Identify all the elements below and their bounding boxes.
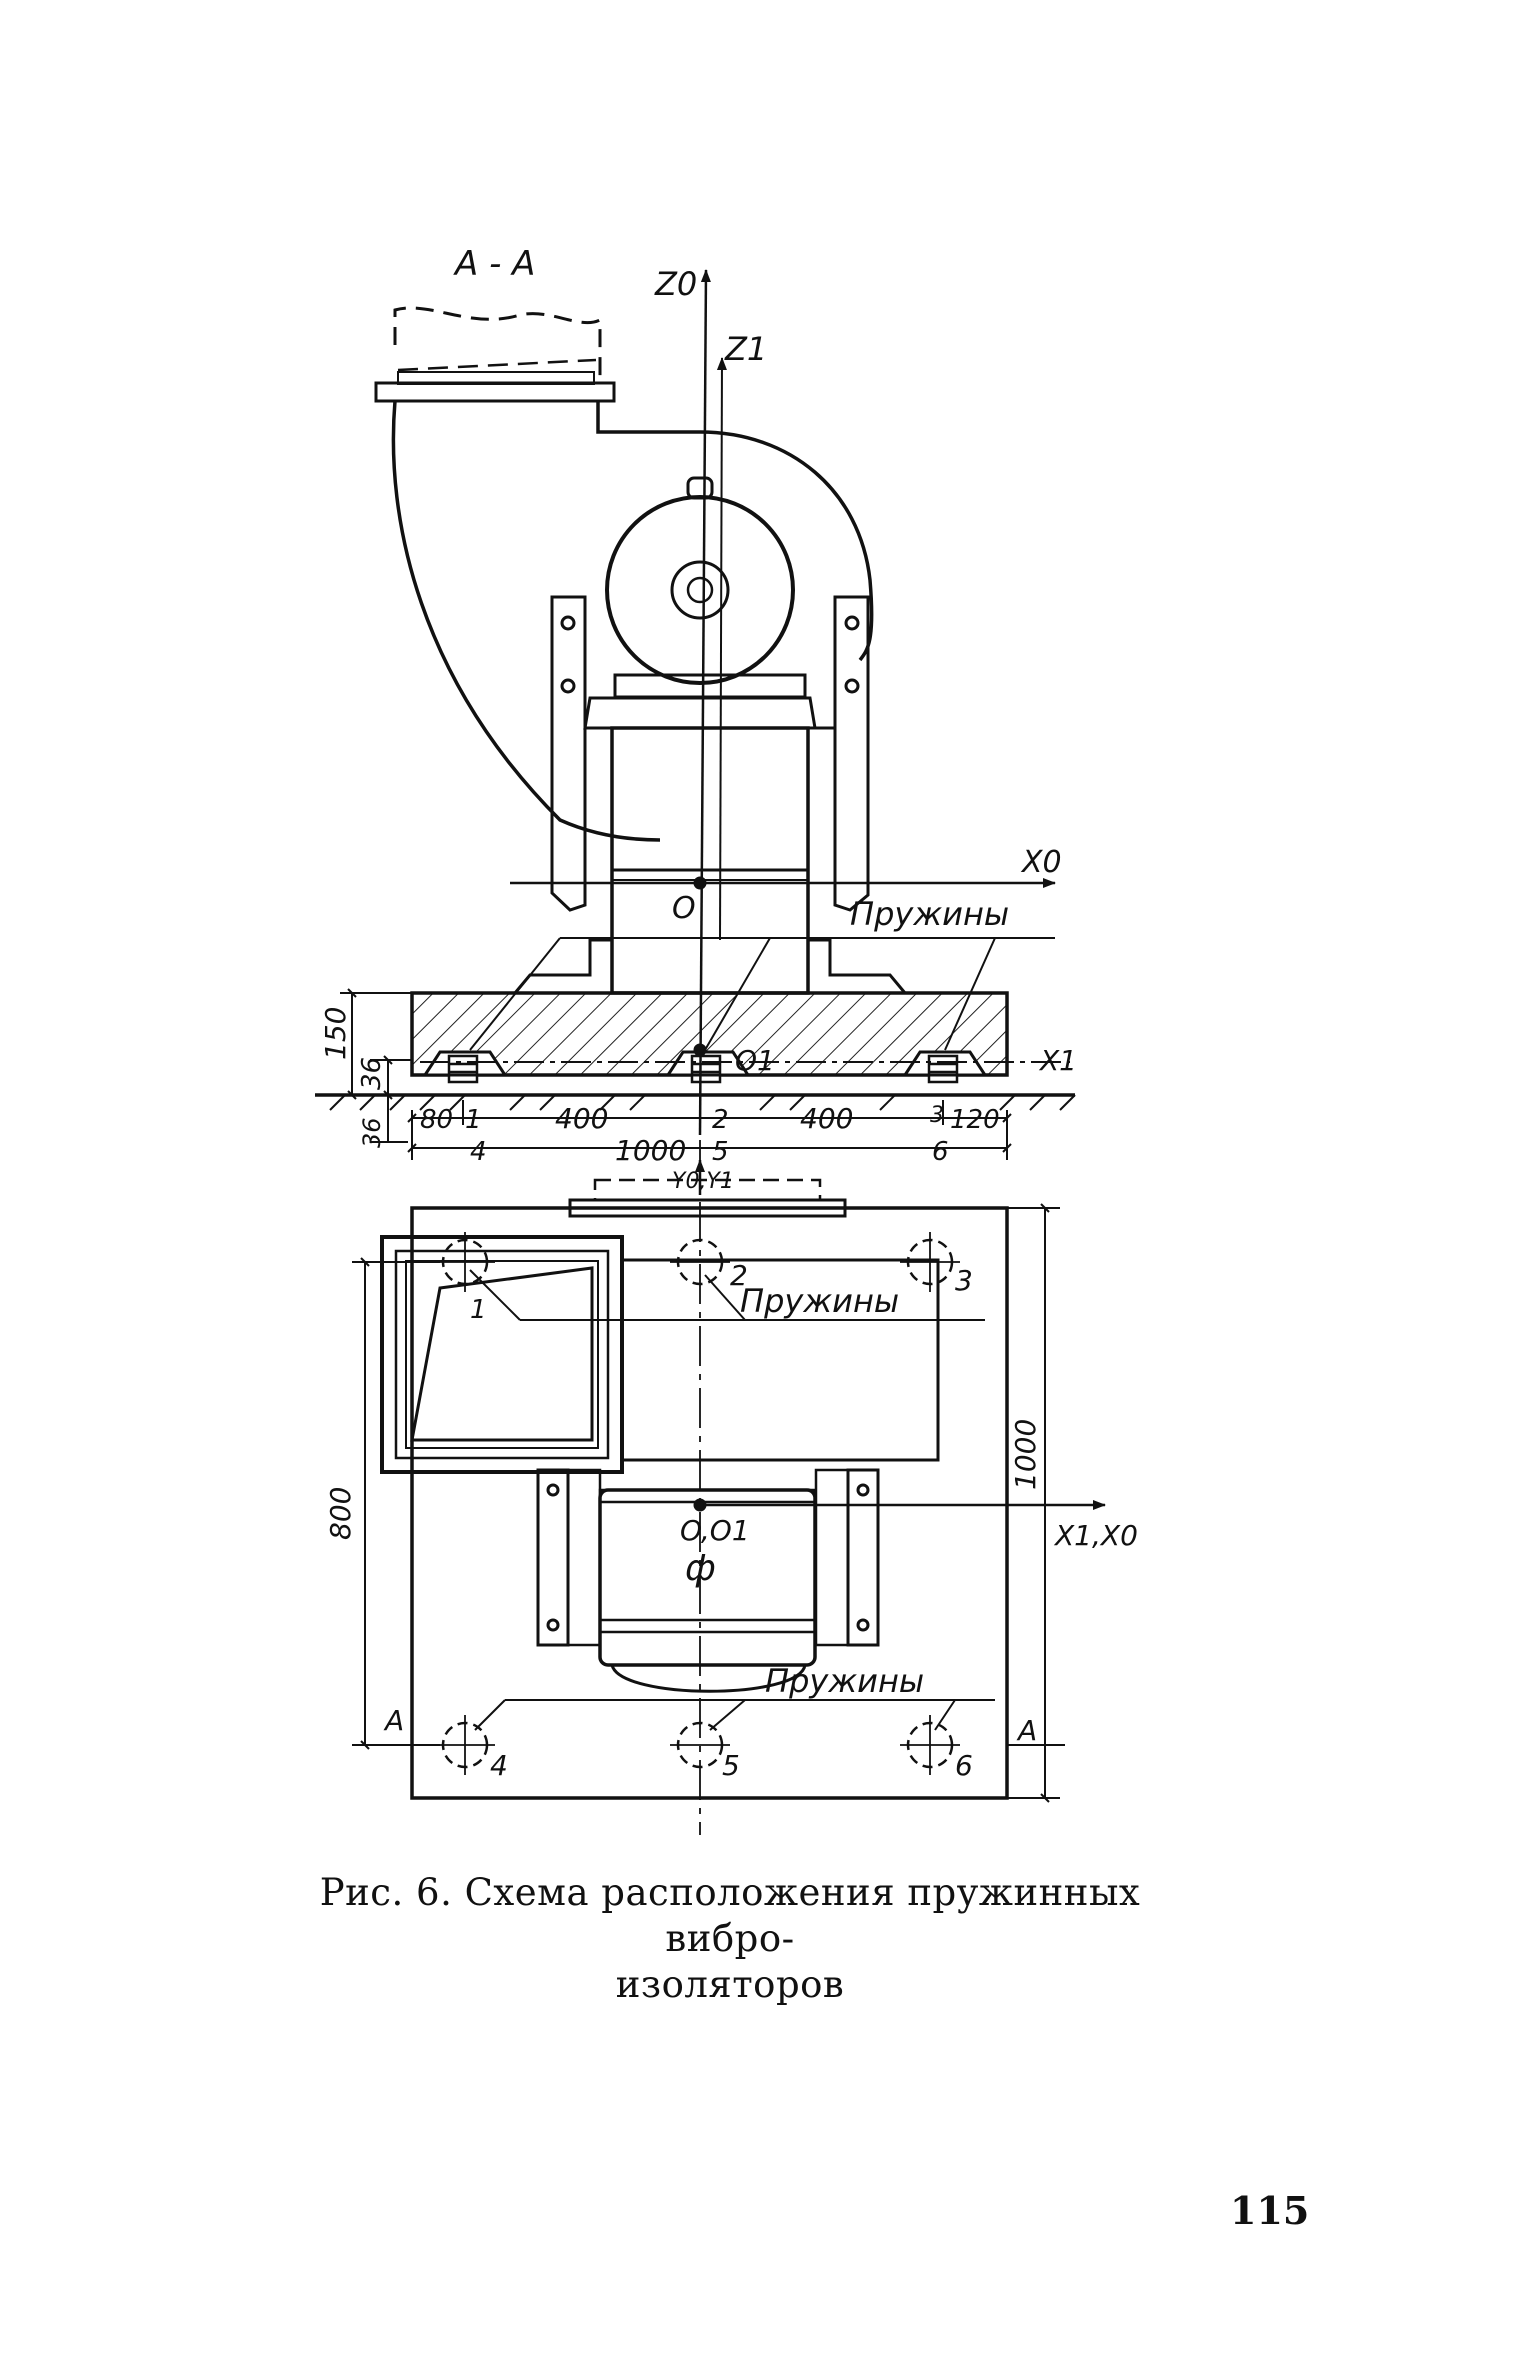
plan-dimensions — [352, 1203, 1065, 1803]
elev-spring-3: 3 — [930, 1103, 944, 1128]
dim-1000-side: 1000 — [1009, 1419, 1042, 1490]
motor-symbol: ф — [685, 1548, 716, 1589]
fan-scroll — [391, 400, 874, 842]
fan-body-plan — [622, 1258, 940, 1462]
elev-spring-1: 1 — [465, 1105, 482, 1135]
springs-elevation — [447, 1054, 959, 1084]
x0-label: X0 — [1020, 845, 1062, 880]
springs-callout-elevation: Пружины — [850, 895, 1009, 933]
motor-frame — [583, 696, 817, 730]
figure-caption: Рис. 6. Схема расположения пружинных виб… — [280, 1870, 1180, 2008]
base-plate — [410, 1206, 1009, 1800]
elev-spring-4: 4 — [470, 1137, 487, 1167]
z0-label: Z0 — [654, 265, 697, 303]
dim-150: 150 — [319, 1007, 352, 1060]
springs-callout-plan-top: Пружины — [740, 1282, 899, 1320]
ground-hatch — [329, 1094, 1076, 1111]
pedestal — [610, 726, 810, 995]
dim-400-right: 400 — [800, 1102, 853, 1135]
origin-o1-label: O1 — [735, 1044, 775, 1077]
elev-spring-2: 2 — [712, 1105, 729, 1135]
origin-o-label: O — [672, 891, 696, 926]
plan-spring-6: 6 — [955, 1749, 973, 1782]
plan-spring-4: 4 — [490, 1749, 508, 1782]
dim-80: 80 — [420, 1105, 453, 1135]
motor-base — [613, 673, 807, 699]
elev-spring-5: 5 — [712, 1137, 729, 1167]
dim-1000-bottom: 1000 — [615, 1134, 686, 1167]
y0y1-label: Y0,Y1 — [672, 1169, 734, 1194]
caption-line-2: изоляторов — [615, 1963, 845, 2006]
inlet-flange — [374, 381, 616, 403]
z0-axis — [698, 269, 711, 1136]
outlet-frame — [380, 1235, 624, 1474]
left-bracket — [550, 595, 612, 912]
plan-view: ф X1,X0 O,O1 Пружины Пружи — [324, 1159, 1138, 1803]
dim-120: 120 — [950, 1105, 1000, 1135]
motor-body — [605, 495, 795, 685]
right-bracket — [808, 595, 870, 912]
dim-800: 800 — [324, 1487, 357, 1540]
elevation-dimensions — [340, 988, 1012, 1160]
inlet-flange-inner — [397, 371, 595, 385]
plan-spring-3: 3 — [955, 1264, 973, 1297]
plan-spring-5: 5 — [722, 1749, 740, 1782]
section-mark-right: А — [1016, 1714, 1037, 1747]
inlet-duct-outline — [393, 306, 602, 385]
caption-line-1: Рис. 6. Схема расположения пружинных виб… — [319, 1871, 1141, 1960]
section-mark-left: А — [383, 1704, 404, 1737]
motor-terminal — [686, 476, 714, 500]
oo1-label: O,O1 — [680, 1514, 750, 1547]
plan-spring-2: 2 — [730, 1259, 748, 1292]
dim-400-left: 400 — [555, 1102, 608, 1135]
dim-36-upper: 36 — [357, 1057, 387, 1090]
elevation-view: А - А — [315, 244, 1077, 1835]
inlet-duct-dash — [397, 358, 597, 372]
motor-shaft — [686, 576, 714, 604]
x1-label: X1 — [1038, 1044, 1077, 1077]
z1-label: Z1 — [724, 330, 767, 368]
x1x0-label: X1,X0 — [1053, 1519, 1138, 1552]
section-label: А - А — [453, 244, 535, 284]
page-number: 115 — [1230, 2188, 1310, 2233]
z1-axis — [716, 357, 727, 941]
springs-callout-plan-bottom: Пружины — [765, 1662, 924, 1700]
dim-36-lower: 36 — [358, 1117, 386, 1148]
motor-hub — [670, 560, 730, 620]
elev-spring-6: 6 — [932, 1137, 949, 1167]
plan-spring-1: 1 — [470, 1295, 487, 1325]
